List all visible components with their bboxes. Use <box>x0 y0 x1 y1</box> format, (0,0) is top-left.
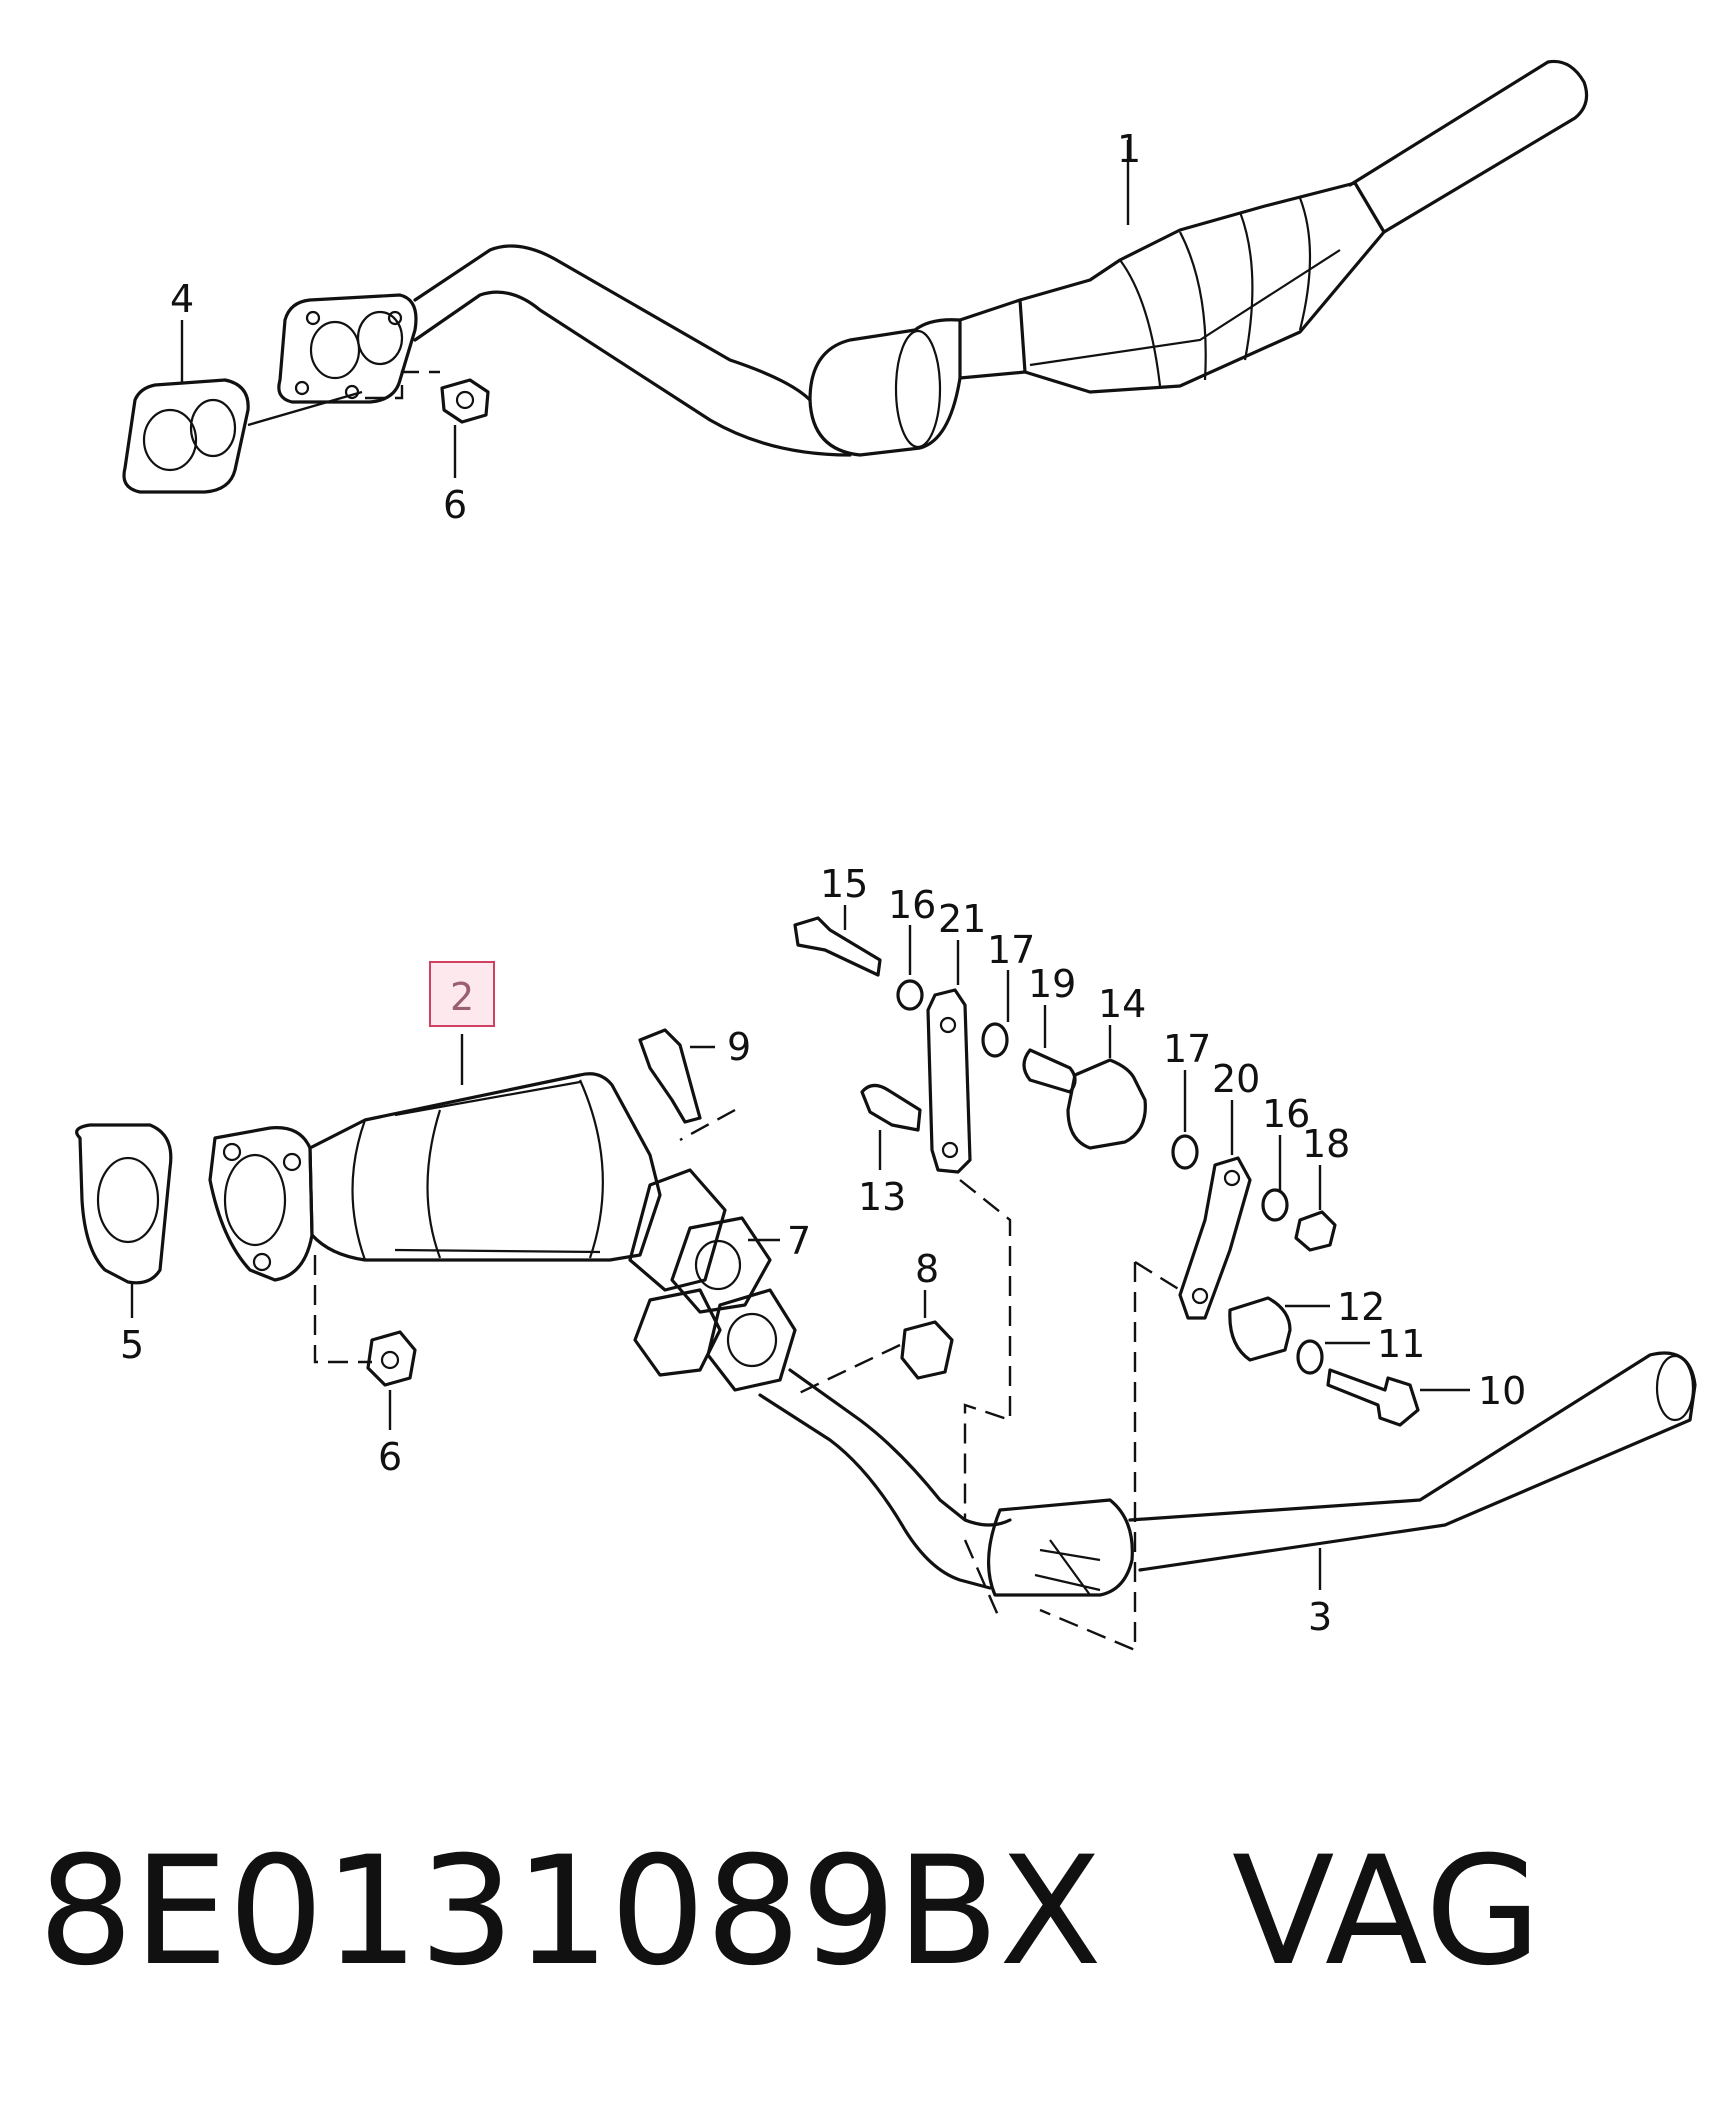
bolt-10 <box>1326 1368 1420 1427</box>
bolt-13 <box>860 1083 922 1132</box>
gasket-left <box>75 1123 173 1285</box>
washer-16-top <box>896 979 924 1011</box>
top-tail-pipe <box>1348 59 1589 234</box>
callout-15: 15 <box>820 862 868 906</box>
pipe-3-flange <box>633 1288 722 1377</box>
callout-20: 20 <box>1212 1057 1260 1101</box>
flex-joint <box>987 1498 1134 1597</box>
callout-5: 5 <box>120 1323 144 1367</box>
rubber-bush-12 <box>1228 1296 1292 1362</box>
callout-21: 21 <box>938 897 986 941</box>
washer-17-top <box>981 1022 1009 1058</box>
callout-16-lower: 16 <box>1262 1092 1310 1136</box>
callout-8: 8 <box>915 1247 939 1291</box>
rubber-bush-14 <box>1066 1058 1147 1150</box>
spacer-19 <box>1022 1048 1077 1094</box>
callout-17-lower: 17 <box>1163 1027 1211 1071</box>
callout-7: 7 <box>787 1219 811 1263</box>
rear-pipe <box>1128 1351 1697 1572</box>
callout-labels: 1 4 6 2 9 15 16 21 17 19 14 17 20 16 18 … <box>120 127 1526 1639</box>
callout-14: 14 <box>1098 982 1146 1026</box>
outlet-flange <box>628 1168 727 1292</box>
callout-9: 9 <box>727 1025 751 1069</box>
top-mid-cylinder <box>808 318 962 457</box>
top-flange <box>277 293 418 404</box>
nut-18 <box>1294 1210 1337 1252</box>
callout-11: 11 <box>1377 1322 1425 1366</box>
callout-18: 18 <box>1302 1122 1350 1166</box>
top-gasket <box>122 378 250 494</box>
bracket-20 <box>1178 1156 1252 1320</box>
callout-4: 4 <box>170 277 194 321</box>
callout-13: 13 <box>858 1175 906 1219</box>
top-front-pipe <box>413 244 812 402</box>
nut-8 <box>900 1320 954 1380</box>
bracket-21 <box>926 988 972 1174</box>
callout-1: 1 <box>1117 127 1141 171</box>
callout-19: 19 <box>1028 962 1076 1006</box>
part-number: 8E0131089BX <box>38 1825 1102 1999</box>
gasket-7 <box>670 1216 772 1314</box>
callout-6-top: 6 <box>443 483 467 527</box>
callout-10: 10 <box>1478 1369 1526 1413</box>
top-converter-body <box>1018 181 1386 394</box>
washer-16-lower <box>1261 1188 1289 1222</box>
bolt-15 <box>793 916 882 977</box>
callout-12: 12 <box>1337 1285 1385 1329</box>
front-pipe-3 <box>788 1368 1012 1527</box>
washer-17-lower <box>1171 1134 1199 1170</box>
callout-2-highlight <box>429 961 495 1027</box>
converter-flange <box>208 1126 314 1282</box>
callout-2: 2 <box>450 975 474 1019</box>
part-number-caption: 8E0131089BX VAG <box>38 1822 1678 2002</box>
top-exhaust-assembly <box>122 59 1589 494</box>
callout-16-top: 16 <box>888 883 936 927</box>
callout-6-bottom: 6 <box>378 1435 402 1479</box>
converter-body <box>308 1072 662 1262</box>
bottom-exhaust-assembly <box>75 140 1697 1652</box>
bolt-9 <box>638 1028 702 1124</box>
washer-11 <box>1296 1339 1324 1375</box>
top-nut <box>440 378 490 424</box>
brand-name: VAG <box>1231 1825 1542 1999</box>
bottom-nut <box>366 1330 417 1387</box>
callout-17-top: 17 <box>987 928 1035 972</box>
callout-3: 3 <box>1308 1595 1332 1639</box>
